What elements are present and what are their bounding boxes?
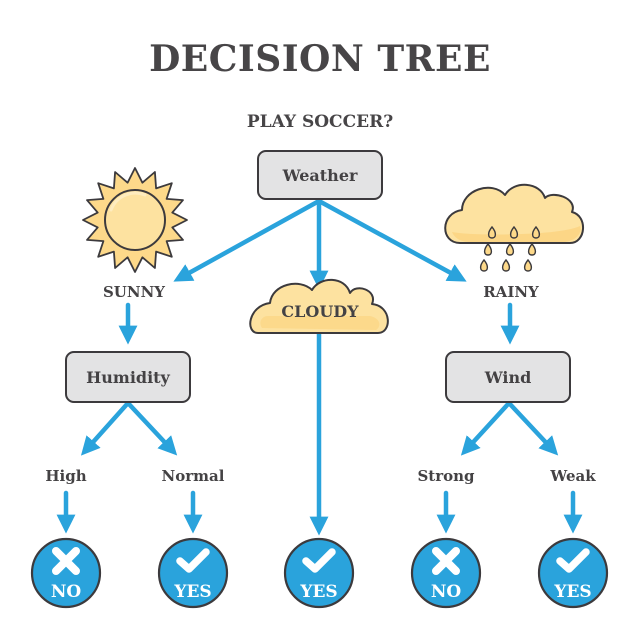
raindrop-icon: [483, 242, 493, 256]
raindrop-icon: [505, 242, 515, 256]
weather-node-label: Weather: [282, 165, 358, 185]
badge-circle: [537, 537, 609, 609]
outcome-badge: [537, 537, 609, 609]
outcome-label-1: NO: [50, 582, 82, 602]
raindrop-icon: [479, 258, 489, 272]
option-label-normal: Normal: [161, 467, 225, 485]
badge-circle: [283, 537, 355, 609]
outcome-label-2: YES: [174, 582, 212, 602]
raindrop-icon: [501, 258, 511, 272]
x-icon: [52, 547, 80, 575]
diagram-subtitle: PLAY SOCCER?: [246, 112, 394, 132]
check-icon: [302, 548, 336, 573]
raindrop-icon: [523, 258, 533, 272]
x-icon: [432, 547, 460, 575]
sun-icon: [82, 167, 188, 273]
outcome-label-3: YES: [300, 582, 338, 602]
option-label-strong: Strong: [417, 467, 475, 485]
check-icon: [556, 548, 590, 573]
outcome-badge: [157, 537, 229, 609]
outcome-label-4: NO: [430, 582, 462, 602]
arrow-humidity-high: [80, 400, 131, 456]
arrow-weather-rainy: [316, 198, 467, 282]
cloud-icon: [249, 278, 389, 334]
arrow-wind-strong: [460, 400, 512, 456]
badge-circle: [30, 537, 102, 609]
wind-node[interactable]: Wind: [445, 351, 571, 403]
raindrop-icon: [509, 225, 519, 239]
badge-circle: [410, 537, 482, 609]
raindrop-icon: [531, 225, 541, 239]
humidity-node-label: Humidity: [86, 367, 170, 387]
humidity-node[interactable]: Humidity: [65, 351, 191, 403]
diagram-title: DECISION TREE: [149, 38, 491, 80]
wind-node-label: Wind: [484, 367, 532, 387]
branch-label-rainy: RAINY: [483, 283, 539, 301]
badge-circle: [157, 537, 229, 609]
option-label-weak: Weak: [550, 467, 596, 485]
branch-label-cloudy: CLOUDY: [281, 302, 359, 321]
branch-label-sunny: SUNNY: [102, 283, 166, 301]
outcome-label-5: YES: [554, 582, 592, 602]
check-icon: [176, 548, 210, 573]
outcome-badge: [283, 537, 355, 609]
arrow-weather-sunny: [173, 198, 322, 282]
outcome-badge: [30, 537, 102, 609]
raindrop-icon: [527, 242, 537, 256]
arrow-humidity-normal: [125, 400, 178, 456]
raindrop-icon: [487, 225, 497, 239]
arrow-wind-weak: [506, 400, 559, 456]
option-label-high: High: [45, 467, 87, 485]
weather-node[interactable]: Weather: [257, 150, 383, 200]
outcome-badge: [410, 537, 482, 609]
rain-cloud-icon: [444, 183, 584, 272]
